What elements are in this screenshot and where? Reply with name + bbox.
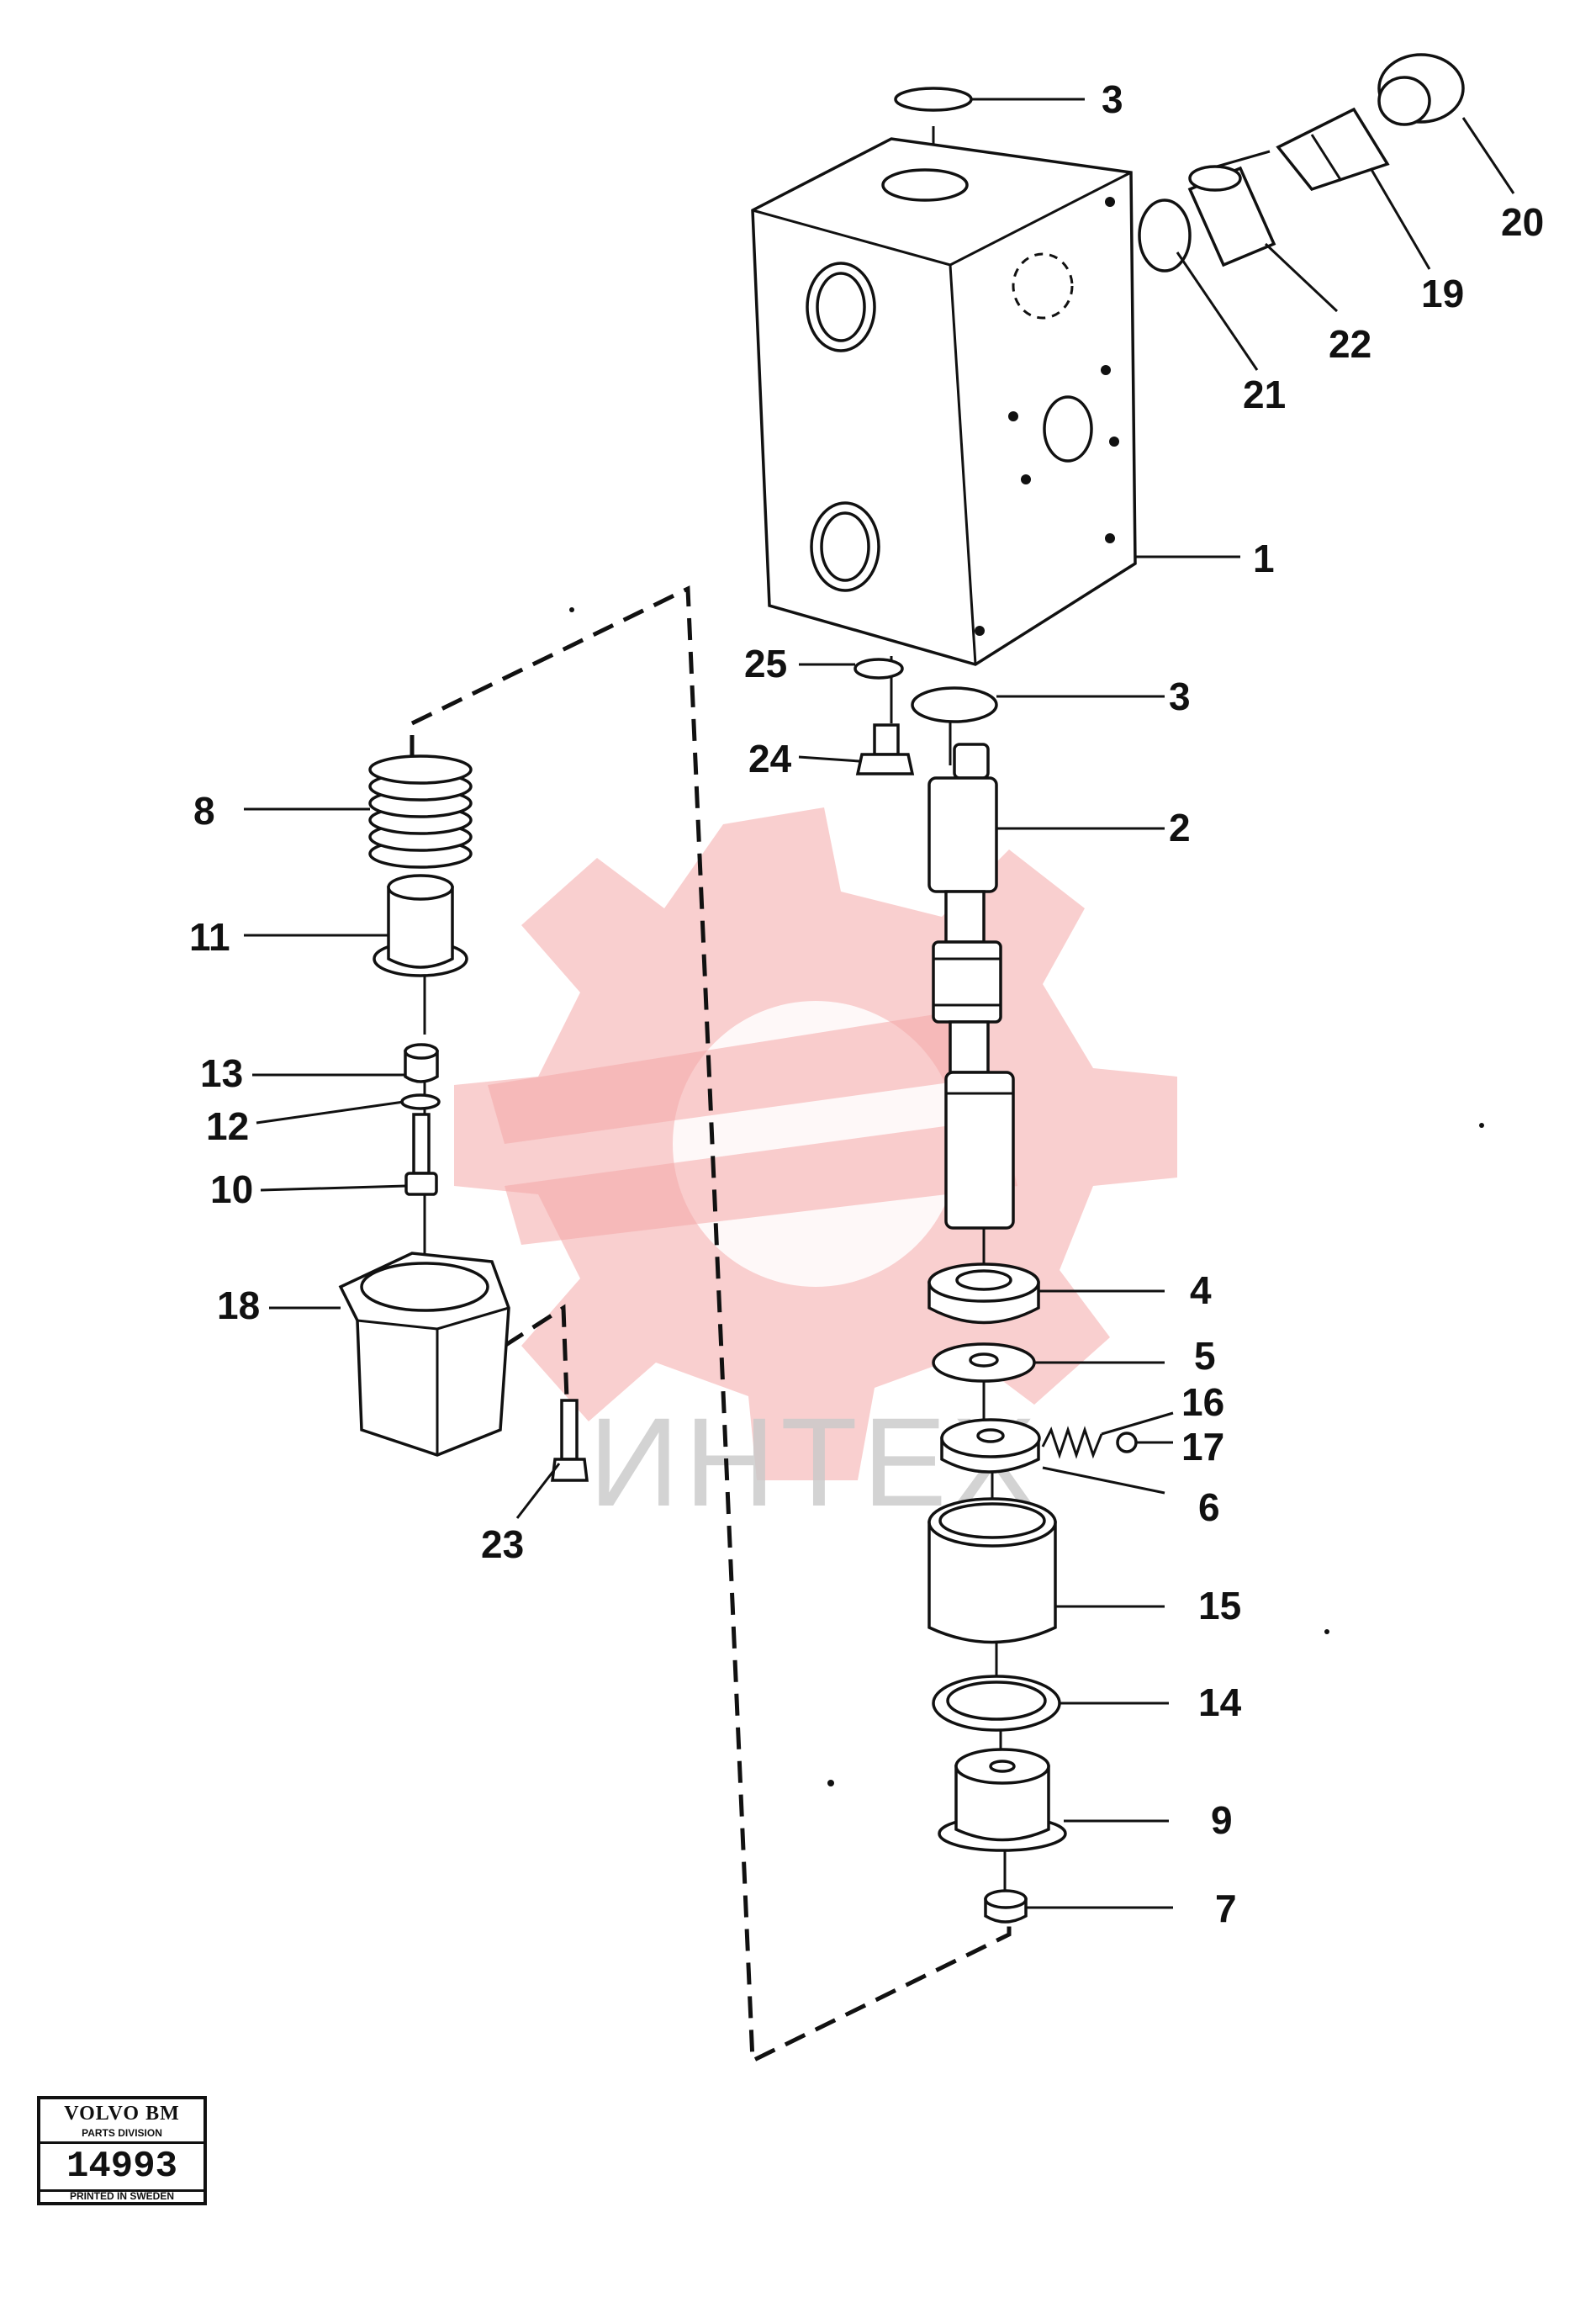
stamp-number: 14993 (40, 2141, 203, 2192)
label-14: 14 (1198, 1680, 1242, 1724)
label-20: 20 (1501, 200, 1544, 244)
label-8: 8 (193, 789, 215, 833)
part-17-ball (1116, 1432, 1138, 1453)
part-6-ring (940, 1418, 1041, 1474)
part-20-plug (1377, 53, 1465, 126)
part-18-housing (338, 1252, 510, 1457)
label-5: 5 (1194, 1334, 1216, 1378)
part-7-nut (984, 1889, 1028, 1924)
stamp-printed: PRINTED IN SWEDEN (69, 2190, 174, 2202)
label-18: 18 (217, 1283, 260, 1327)
stray-mark-2 (1324, 1629, 1329, 1634)
part-5-washer (932, 1342, 1036, 1383)
part-3-top-oring (894, 87, 973, 112)
label-22: 22 (1329, 322, 1371, 366)
dashed-link-bolt (503, 1304, 570, 1422)
part-13-nut (404, 1043, 439, 1083)
label-7: 7 (1215, 1887, 1237, 1930)
stamp-division: PARTS DIVISION (82, 2127, 162, 2139)
part-15-sleeve (927, 1497, 1057, 1644)
part-11-cap (373, 874, 468, 977)
leader-lines (244, 98, 1515, 1909)
label-6: 6 (1198, 1485, 1220, 1529)
label-24: 24 (748, 737, 792, 781)
dashed-loop-main (410, 585, 1012, 2064)
stamp-brand: VOLVO BM (64, 2103, 180, 2125)
label-9: 9 (1211, 1798, 1233, 1842)
part-10-screw (404, 1113, 438, 1196)
label-25: 25 (744, 642, 787, 685)
part-23-bolt (551, 1399, 589, 1482)
label-12: 12 (206, 1104, 249, 1148)
part-12-washer (400, 1093, 441, 1110)
stray-mark-1 (569, 607, 574, 612)
label-3-lower: 3 (1169, 675, 1191, 718)
stray-mark-3 (827, 1780, 834, 1786)
label-17: 17 (1181, 1425, 1224, 1469)
label-1: 1 (1253, 537, 1275, 580)
part-3-lower-oring (911, 686, 998, 723)
part-14-ring (932, 1675, 1061, 1732)
part-24-screw (855, 723, 915, 775)
label-23: 23 (481, 1522, 524, 1566)
part-4-seat (927, 1262, 1040, 1325)
label-4: 4 (1190, 1268, 1212, 1312)
parts-division-stamp: VOLVO BM PARTS DIVISION 14993 PRINTED IN… (37, 2096, 207, 2205)
label-19: 19 (1421, 272, 1464, 315)
label-10: 10 (210, 1167, 253, 1211)
label-13: 13 (200, 1051, 243, 1095)
part-9-cup (938, 1748, 1067, 1852)
part-number-labels: 3 1 3 2 4 5 16 17 6 15 14 9 7 8 11 13 12… (189, 77, 1544, 1930)
watermark-gear-icon (454, 807, 1177, 1480)
part-25-washer (853, 658, 904, 680)
part-16-spring (1041, 1426, 1103, 1459)
label-2: 2 (1169, 806, 1191, 849)
label-21: 21 (1243, 373, 1286, 416)
part-8-spring (368, 754, 473, 869)
part-2-spool (927, 743, 1015, 1230)
dashed-connectors (410, 585, 1012, 2064)
label-11: 11 (189, 915, 230, 959)
part-22-sleeve (1187, 165, 1276, 267)
label-15: 15 (1198, 1584, 1241, 1627)
stray-mark-4 (1479, 1123, 1484, 1128)
label-16: 16 (1181, 1380, 1224, 1424)
label-3-top: 3 (1102, 77, 1123, 121)
part-19-cartridge (1276, 107, 1390, 192)
part-1-valve-block (751, 137, 1137, 666)
